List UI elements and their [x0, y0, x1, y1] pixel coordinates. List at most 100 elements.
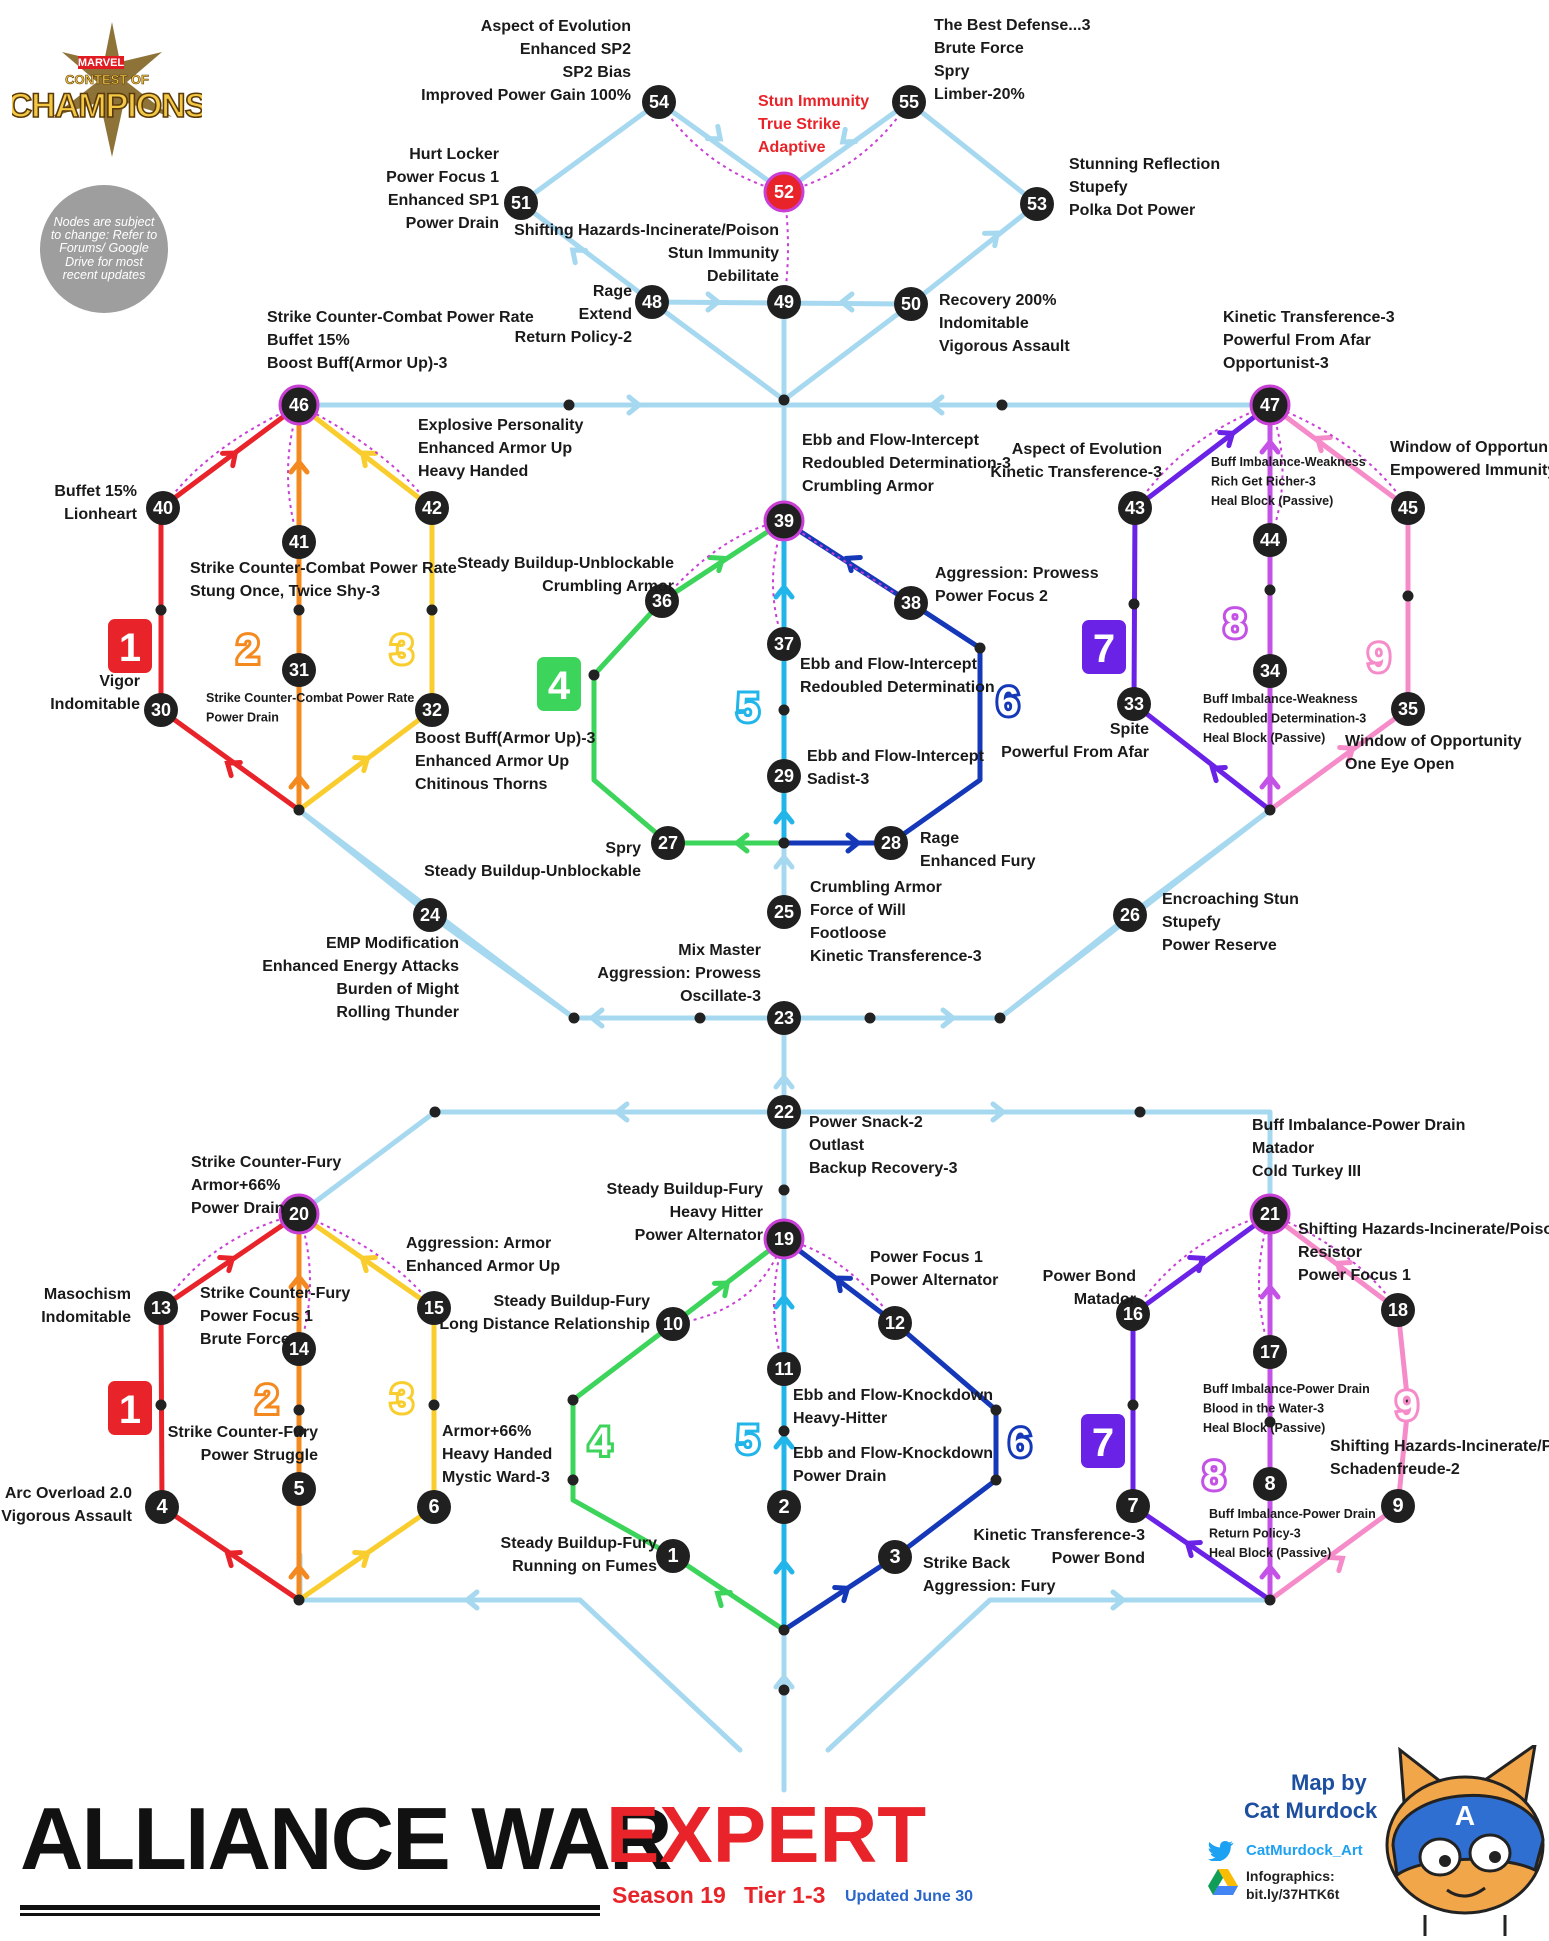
node-46[interactable]: 46 [278, 384, 320, 426]
node-25[interactable]: 25 [767, 895, 801, 929]
node-26-effect: Encroaching Stun [1162, 891, 1299, 908]
node-2[interactable]: 2 [767, 1490, 801, 1524]
node-28[interactable]: 28 [874, 826, 908, 860]
node-52[interactable]: 52 [763, 171, 805, 213]
direction-arrow [1217, 429, 1236, 449]
boss-link [1134, 402, 1273, 509]
map-line [297, 1597, 743, 1753]
node-44[interactable]: 44 [1253, 523, 1287, 557]
infographics-link[interactable]: bit.ly/37HTK6t [1246, 1886, 1340, 1902]
node-6[interactable]: 6 [417, 1490, 451, 1524]
node-51-effect: Enhanced SP1 [388, 192, 499, 209]
node-17[interactable]: 17 [1253, 1335, 1287, 1369]
node-26-effect: Stupefy [1162, 914, 1221, 931]
node-3-effect: Strike Back [923, 1555, 1010, 1572]
node-49[interactable]: 49 [767, 285, 801, 319]
path-badge-6: 6 [1006, 1418, 1034, 1468]
node-34-effect: Redoubled Determination-3 [1203, 712, 1366, 726]
node-42[interactable]: 42 [415, 491, 449, 525]
node-33[interactable]: 33 [1117, 687, 1151, 721]
twitter-handle[interactable]: CatMurdock_Art [1246, 1842, 1363, 1859]
node-32[interactable]: 32 [415, 693, 449, 727]
node-number: 10 [663, 1314, 683, 1334]
node-17-effect: Blood in the Water-3 [1203, 1402, 1324, 1416]
node-53[interactable]: 53 [1020, 187, 1054, 221]
node-15[interactable]: 15 [417, 1291, 451, 1325]
junction-dot [990, 1404, 1002, 1416]
node-30[interactable]: 30 [144, 693, 178, 727]
svg-text:7: 7 [1093, 627, 1115, 671]
node-18[interactable]: 18 [1381, 1293, 1415, 1327]
node-20-effect: Power Drain [191, 1200, 284, 1217]
node-55[interactable]: 55 [892, 85, 926, 119]
node-5[interactable]: 5 [282, 1472, 316, 1506]
notice-text: Nodes are subject to change: Refer to Fo… [50, 215, 158, 282]
node-26[interactable]: 26 [1113, 898, 1147, 932]
node-number: 9 [1392, 1495, 1403, 1517]
node-37[interactable]: 37 [767, 627, 801, 661]
node-34[interactable]: 34 [1253, 654, 1287, 688]
node-1[interactable]: 1 [656, 1539, 690, 1573]
node-35[interactable]: 35 [1391, 692, 1425, 726]
node-10[interactable]: 10 [656, 1307, 690, 1341]
svg-text:6: 6 [997, 680, 1019, 724]
node-50[interactable]: 50 [894, 287, 928, 321]
node-25-effect: Footloose [810, 925, 887, 942]
node-number: 35 [1398, 699, 1418, 719]
node-11-effect: Heavy-Hitter [793, 1410, 887, 1427]
node-38[interactable]: 38 [894, 586, 928, 620]
logo-champions: CHAMPIONS [12, 87, 202, 125]
node-24[interactable]: 24 [413, 898, 447, 932]
node-54-effect: Aspect of Evolution [481, 18, 631, 35]
junction-dot [426, 604, 438, 616]
svg-text:3: 3 [391, 628, 413, 672]
node-4[interactable]: 4 [145, 1490, 179, 1524]
node-40[interactable]: 40 [146, 491, 180, 525]
node-23[interactable]: 23 [767, 1001, 801, 1035]
node-20[interactable]: 20 [278, 1193, 320, 1235]
node-16[interactable]: 16 [1116, 1297, 1150, 1331]
node-7[interactable]: 7 [1116, 1489, 1150, 1523]
node-51[interactable]: 51 [504, 186, 538, 220]
node-45[interactable]: 45 [1391, 491, 1425, 525]
node-43-effect: Kinetic Transference-3 [990, 464, 1162, 481]
node-48[interactable]: 48 [635, 285, 669, 319]
node-6-effect: Armor+66% [442, 1423, 531, 1440]
node-number: 5 [293, 1478, 304, 1500]
node-43[interactable]: 43 [1118, 491, 1152, 525]
direction-arrow [1259, 437, 1281, 455]
junction-dots [155, 394, 1414, 1696]
node-54-effect: Improved Power Gain 100% [421, 87, 631, 104]
node-14[interactable]: 14 [282, 1332, 316, 1366]
node-3[interactable]: 3 [878, 1540, 912, 1574]
svg-text:7: 7 [1092, 1421, 1114, 1465]
node-8[interactable]: 8 [1253, 1467, 1287, 1501]
node-36[interactable]: 36 [645, 584, 679, 618]
node-number: 4 [156, 1496, 168, 1518]
node-41[interactable]: 41 [282, 525, 316, 559]
direction-arrow [990, 1101, 1008, 1123]
node-21[interactable]: 21 [1249, 1193, 1291, 1235]
node-9[interactable]: 9 [1381, 1489, 1415, 1523]
node-39[interactable]: 39 [763, 500, 805, 542]
direction-arrow [773, 852, 795, 870]
direction-arrow [834, 1275, 854, 1294]
direction-arrow [352, 754, 371, 774]
node-13[interactable]: 13 [144, 1291, 178, 1325]
node-54[interactable]: 54 [642, 85, 676, 119]
node-51-effect: Hurt Locker [409, 146, 499, 163]
node-22[interactable]: 22 [767, 1095, 801, 1129]
node-number: 14 [289, 1339, 309, 1359]
node-19[interactable]: 19 [763, 1218, 805, 1260]
node-11[interactable]: 11 [767, 1352, 801, 1386]
map-line [296, 1109, 787, 1217]
direction-arrow [462, 1589, 480, 1611]
node-12[interactable]: 12 [878, 1306, 912, 1340]
node-29[interactable]: 29 [767, 759, 801, 793]
node-31[interactable]: 31 [282, 653, 316, 687]
node-27[interactable]: 27 [651, 826, 685, 860]
junction-dot [1264, 1594, 1276, 1606]
map-line [781, 518, 983, 846]
node-47[interactable]: 47 [1249, 384, 1291, 426]
